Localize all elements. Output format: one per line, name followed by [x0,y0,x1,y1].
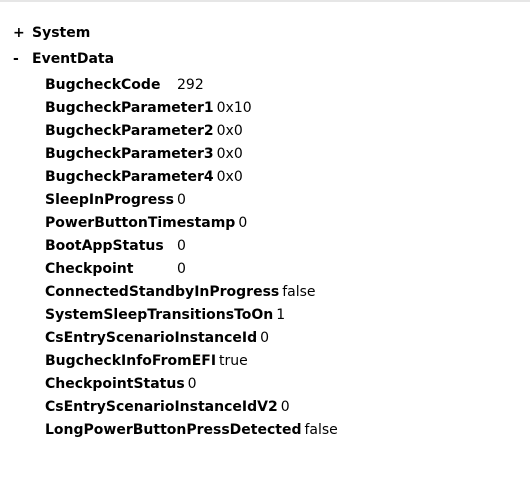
node-label-eventdata: EventData [32,51,115,67]
field-value: 0 [177,238,186,254]
field-name: Checkpoint [45,261,134,277]
field-value: 0 [177,261,186,277]
field-value: 0x0 [216,146,243,162]
field-value: 0 [260,330,270,346]
event-field-row: Checkpoint 0 [45,258,338,281]
tree-node-system[interactable]: + System [13,22,90,44]
field-value: false [282,284,316,300]
field-name: BugcheckParameter2 [45,123,214,139]
field-name: BugcheckInfoFromEFI [45,353,217,369]
field-value: 0x10 [216,100,252,116]
field-name: CsEntryScenarioInstanceId [45,330,258,346]
field-name: LongPowerButtonPressDetected [45,422,302,438]
field-value: 1 [276,307,286,323]
field-value: 0 [238,215,248,231]
field-value: 292 [177,77,204,93]
field-value: 0 [187,376,197,392]
field-name: CheckpointStatus [45,376,185,392]
field-name: PowerButtonTimestamp [45,215,236,231]
tree-node-eventdata[interactable]: - EventData [13,48,114,70]
field-name: BugcheckParameter1 [45,100,214,116]
field-name: SystemSleepTransitionsToOn [45,307,274,323]
field-name: BugcheckParameter4 [45,169,214,185]
event-field-row: BootAppStatus 0 [45,235,338,258]
field-value: 0 [177,192,186,208]
field-name: CsEntryScenarioInstanceIdV2 [45,399,278,415]
field-name: SleepInProgress [45,192,174,208]
expand-toggle[interactable]: + [13,25,25,41]
field-value: 0x0 [216,123,243,139]
field-name: ConnectedStandbyInProgress [45,284,280,300]
top-border [0,0,530,2]
node-label-system: System [32,25,91,41]
field-value: 0x0 [216,169,243,185]
event-field-row: BugcheckCode 292 [45,74,338,97]
collapse-toggle[interactable]: - [13,51,19,67]
field-name: BugcheckCode [45,77,161,93]
field-name: BootAppStatus [45,238,164,254]
field-name: BugcheckParameter3 [45,146,214,162]
field-value: true [219,353,248,369]
field-value: 0 [280,399,290,415]
field-value: false [304,422,338,438]
